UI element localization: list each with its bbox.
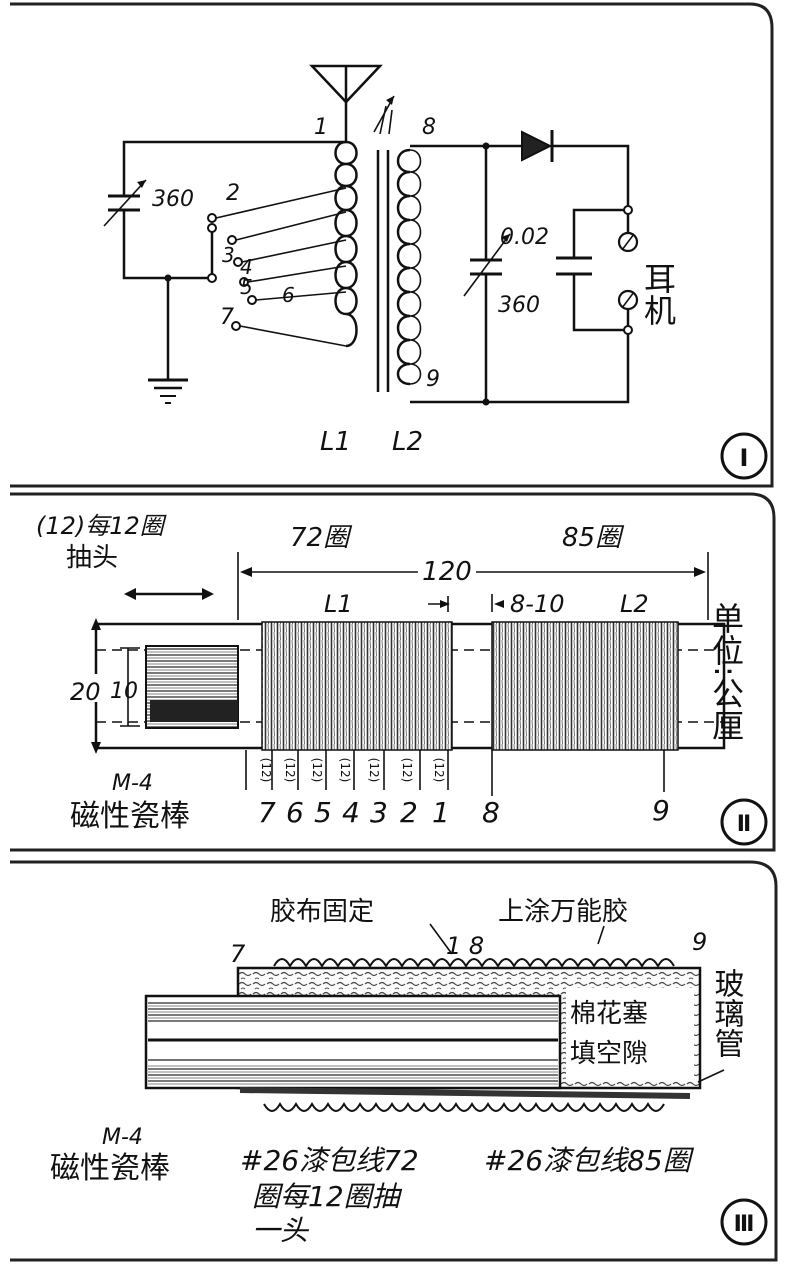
- segment-label: (12): [259, 758, 273, 783]
- wire-spec-l1-line-3: 一头: [252, 1214, 310, 1247]
- unit-label: 单位:公厘: [707, 602, 745, 741]
- turns-label-l1: 72圈: [290, 523, 353, 553]
- junction-dot: [164, 274, 172, 282]
- panel-badge-3: Ⅲ: [720, 1198, 768, 1246]
- cotton-fill-label-line-1: 棉花塞: [570, 999, 648, 1029]
- gap-value: 8-10: [510, 590, 564, 618]
- earphone-jack-icon: [617, 214, 639, 326]
- capacitor-value-right: 360: [498, 293, 540, 318]
- winding-l1: [261, 621, 453, 751]
- double-arrow-icon: [124, 588, 214, 600]
- tap-number-2: 2: [400, 796, 418, 829]
- panel-frames: [10, 2, 778, 1262]
- wire-end-label-7: 7: [230, 940, 246, 968]
- segment-label: (12): [283, 758, 297, 783]
- segment-label: (12): [338, 758, 352, 783]
- wire-spec-l1-line-2: 圈每12圈抽: [252, 1180, 403, 1213]
- coil-label-l2: L2: [620, 590, 649, 618]
- variable-capacitor-right: [463, 233, 511, 297]
- tap-number-1: 1: [432, 796, 450, 829]
- tap-number-4: 4: [342, 796, 360, 829]
- tap-label-7: 7: [220, 305, 234, 330]
- coil-l1: [334, 140, 358, 348]
- capacitor-value-left: 360: [152, 187, 194, 212]
- tap-label-2: 2: [226, 181, 240, 206]
- tap-note-line-1: (12)每12圈: [36, 512, 167, 540]
- tap-selector-switch: [207, 187, 347, 347]
- segment-label: (12): [367, 758, 381, 783]
- tap-number-6: 6: [286, 796, 304, 829]
- tap-number-7: 7: [258, 796, 276, 829]
- node-label-8: 8: [422, 115, 436, 140]
- coil-label-l1: L1: [320, 427, 351, 457]
- wire-spec-l1-line-1: #26漆包线72: [240, 1144, 419, 1177]
- diode-icon: [521, 130, 554, 162]
- earphone-label: 耳机: [639, 262, 677, 326]
- tap-contact-2: [207, 213, 217, 223]
- tap-label-5: 5: [240, 275, 253, 299]
- rod-name-label: 磁性瓷棒: [70, 799, 190, 834]
- panel-1-frame: [10, 2, 774, 488]
- fixed-capacitor: [556, 256, 592, 276]
- tape-fix-label: 胶布固定: [270, 897, 374, 927]
- panel-2-frame: [10, 492, 776, 852]
- panel-2-dimensions: (12)每12圈 抽头 72圈 85圈 120 L1 8-10 L2: [36, 512, 768, 846]
- tap-number-9: 9: [652, 794, 670, 827]
- diameter-outer: 20: [70, 678, 101, 706]
- panel-1-circuit: 1 8 360 2 3 4 5 6 7 9 0.02 360 L1 L2 耳机 …: [103, 64, 768, 480]
- panel-3-construction: 胶布固定 上涂万能胶 7 1 8 9 棉花塞 填空隙 玻璃管 M-4 磁性瓷棒: [50, 897, 768, 1247]
- panel-badge-1: Ⅰ: [720, 432, 768, 480]
- svg-text:Ⅱ: Ⅱ: [737, 812, 752, 837]
- cotton-fill-label-line-2: 填空隙: [570, 1039, 648, 1069]
- tap-note-line-2: 抽头: [66, 543, 118, 573]
- segment-label: (12): [310, 758, 324, 783]
- rod-model-label: M-4: [102, 1125, 143, 1150]
- wire-spec-l2: #26漆包线85圈: [484, 1144, 695, 1177]
- capacitor-value-fixed: 0.02: [500, 225, 549, 250]
- tap-number-5: 5: [314, 796, 332, 829]
- tap-label-3: 3: [222, 243, 235, 267]
- tap-number-3: 3: [370, 796, 388, 829]
- node-label-9: 9: [426, 367, 440, 392]
- segment-labels: (12) (12) (12) (12) (12) (12) (12): [245, 750, 449, 790]
- coil-l2-back: [409, 149, 422, 385]
- wire-end-label-9: 9: [692, 928, 707, 956]
- coil-l2: [396, 148, 411, 386]
- svg-text:Ⅰ: Ⅰ: [740, 444, 749, 472]
- wire-end-label-18: 1 8: [446, 932, 484, 960]
- winding-l2: [491, 621, 679, 751]
- diameter-inner: 10: [110, 679, 138, 704]
- length-value: 120: [422, 557, 472, 587]
- svg-text:Ⅲ: Ⅲ: [734, 1212, 755, 1237]
- variable-capacitor-left: [103, 179, 147, 227]
- ground-icon: [148, 378, 188, 404]
- coil-label-l2: L2: [392, 427, 423, 457]
- node-label-1: 1: [314, 115, 328, 140]
- tap-label-4: 4: [240, 255, 253, 279]
- glue-label: 上涂万能胶: [498, 897, 628, 927]
- adjustable-core-icon: [373, 95, 395, 135]
- tap-number-8: 8: [482, 796, 500, 829]
- coil-label-l1: L1: [324, 590, 353, 618]
- rod-name-label: 磁性瓷棒: [50, 1151, 170, 1186]
- top-winding-row: [273, 958, 675, 969]
- segment-label: (12): [432, 758, 446, 783]
- tap-label-6: 6: [282, 283, 295, 307]
- glass-tube-label: 玻璃管: [709, 968, 745, 1058]
- turns-label-l2: 85圈: [562, 523, 625, 553]
- bottom-winding-row: [239, 1087, 691, 1112]
- panel-badge-2: Ⅱ: [720, 798, 768, 846]
- segment-label: (12): [400, 758, 414, 783]
- panel-3-frame: [10, 860, 778, 1262]
- rod-model-label: M-4: [112, 771, 153, 796]
